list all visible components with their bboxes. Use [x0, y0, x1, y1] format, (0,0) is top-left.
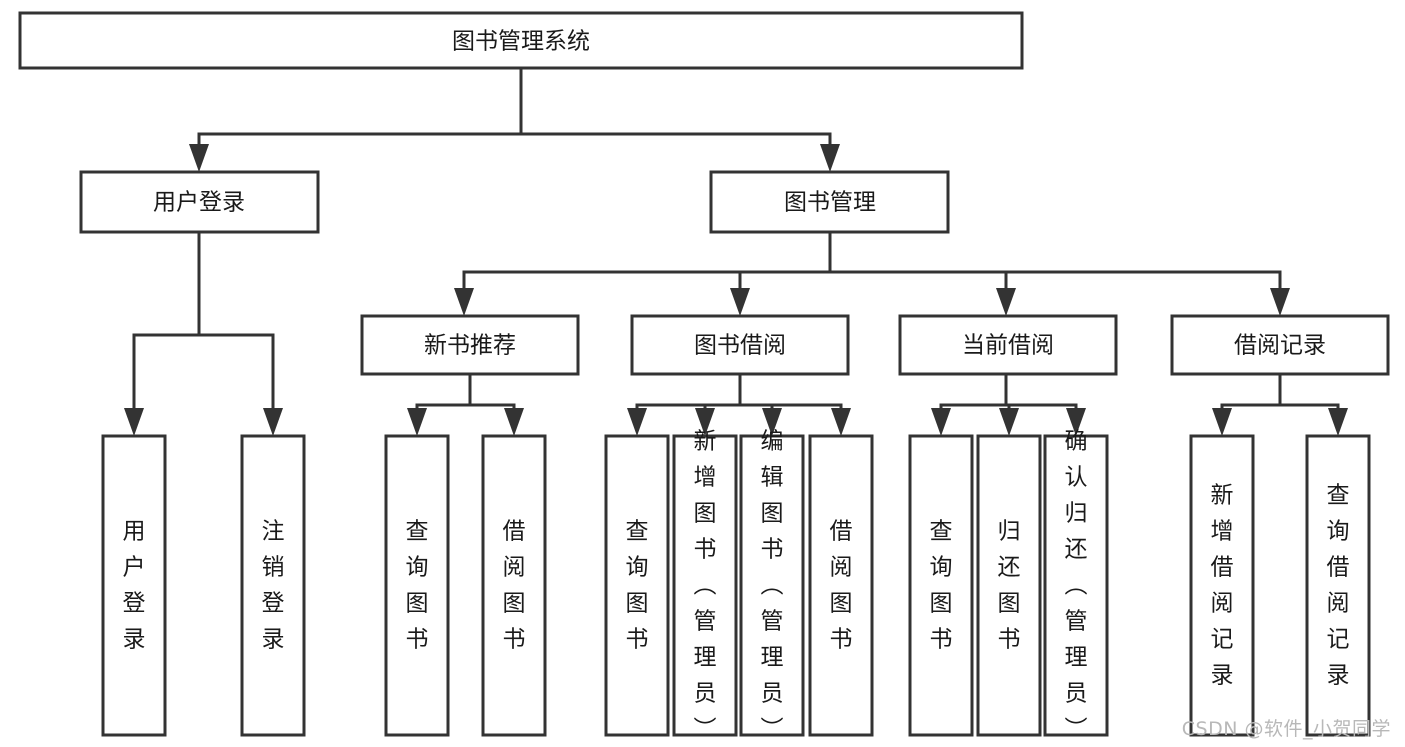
- leaf-node-nbr-query-book[interactable]: 查询图书: [384, 434, 450, 737]
- node-label-user-login: 用户登录: [153, 190, 245, 216]
- leaf-box-bb-edit-book[interactable]: [739, 434, 805, 737]
- leaf-node-cb-return-book[interactable]: 归还图书: [976, 434, 1042, 737]
- arrow-to-borrow-record: [1270, 288, 1290, 316]
- leaf-label-nbr-borrow-book: 借阅图书: [503, 519, 526, 653]
- arrow-cb-leaf-1: [931, 408, 951, 436]
- leaf-node-br-add-record[interactable]: 新增借阅记录: [1189, 434, 1255, 737]
- leaf-box-bb-borrow-book[interactable]: [808, 434, 874, 737]
- node-label-current-borrow: 当前借阅: [962, 333, 1054, 359]
- arrow-nbr-leaf-2: [504, 408, 524, 436]
- leaf-node-bb-borrow-book[interactable]: 借阅图书: [808, 434, 874, 737]
- arrow-bb-leaf-4: [831, 408, 851, 436]
- leaf-box-br-add-record[interactable]: [1189, 434, 1255, 737]
- arrow-bb-leaf-1: [627, 408, 647, 436]
- leaf-box-bb-query-book[interactable]: [604, 434, 670, 737]
- leaf-node-br-query-record[interactable]: 查询借阅记录: [1305, 434, 1371, 737]
- leaf-box-cb-confirm-return[interactable]: [1043, 434, 1109, 737]
- arrow-to-leaf-user-login: [124, 408, 144, 436]
- arrow-br-leaf-2: [1328, 408, 1348, 436]
- node-new-book-recommend[interactable]: 新书推荐: [360, 314, 580, 376]
- leaf-label-user-login-login: 用户登录: [123, 519, 146, 653]
- leaf-label-cb-confirm-return: 确认归还︵管理员︶: [1065, 429, 1088, 743]
- node-box-root[interactable]: [18, 11, 1024, 70]
- arrow-to-leaf-logout: [263, 408, 283, 436]
- leaf-label-br-add-record: 新增借阅记录: [1211, 483, 1234, 689]
- leaf-box-nbr-borrow-book[interactable]: [481, 434, 547, 737]
- node-box-book-borrow[interactable]: [630, 314, 850, 376]
- node-box-book-manage[interactable]: [709, 170, 950, 234]
- leaf-box-br-query-record[interactable]: [1305, 434, 1371, 737]
- leaf-label-nbr-query-book: 查询图书: [406, 519, 429, 653]
- arrow-bb-leaf-2: [695, 408, 715, 436]
- node-label-borrow-record: 借阅记录: [1234, 333, 1326, 359]
- leaf-label-bb-query-book: 查询图书: [626, 519, 649, 653]
- leaf-node-nbr-borrow-book[interactable]: 借阅图书: [481, 434, 547, 737]
- leaf-node-cb-query-book[interactable]: 查询图书: [908, 434, 974, 737]
- leaf-box-cb-query-book[interactable]: [908, 434, 974, 737]
- leaf-box-user-login-login[interactable]: [101, 434, 167, 737]
- leaf-label-bb-borrow-book: 借阅图书: [830, 519, 853, 653]
- leaf-node-user-login-logout[interactable]: 注销登录: [240, 434, 306, 737]
- node-box-current-borrow[interactable]: [898, 314, 1118, 376]
- node-box-borrow-record[interactable]: [1170, 314, 1390, 376]
- arrow-to-new-book-recommend: [454, 288, 474, 316]
- leaf-node-cb-confirm-return[interactable]: 确认归还︵管理员︶: [1043, 429, 1109, 743]
- node-label-root: 图书管理系统: [452, 29, 590, 55]
- leaf-node-bb-query-book[interactable]: 查询图书: [604, 434, 670, 737]
- leaf-label-cb-query-book: 查询图书: [930, 519, 953, 653]
- node-label-book-manage: 图书管理: [784, 190, 876, 216]
- leaf-label-cb-return-book: 归还图书: [998, 519, 1021, 653]
- leaf-node-bb-edit-book[interactable]: 编辑图书︵管理员︶: [739, 429, 805, 743]
- leaf-box-user-login-logout[interactable]: [240, 434, 306, 737]
- arrow-to-user-login: [189, 144, 209, 172]
- leaf-label-bb-add-book: 新增图书︵管理员︶: [694, 429, 717, 743]
- leaf-label-bb-edit-book: 编辑图书︵管理员︶: [761, 429, 784, 743]
- arrow-br-leaf-1: [1212, 408, 1232, 436]
- arrow-cb-leaf-2: [999, 408, 1019, 436]
- leaf-node-user-login-login[interactable]: 用户登录: [101, 434, 167, 737]
- arrow-to-current-borrow: [996, 288, 1016, 316]
- node-label-new-book-recommend: 新书推荐: [424, 333, 516, 359]
- arrow-nbr-leaf-1: [407, 408, 427, 436]
- arrow-to-book-manage: [820, 144, 840, 172]
- node-book-manage[interactable]: 图书管理: [709, 170, 950, 234]
- arrow-to-book-borrow: [730, 288, 750, 316]
- node-book-borrow[interactable]: 图书借阅: [630, 314, 850, 376]
- arrow-cb-leaf-3: [1066, 408, 1086, 436]
- node-box-user-login[interactable]: [79, 170, 320, 234]
- node-box-new-book-recommend[interactable]: [360, 314, 580, 376]
- leaf-box-cb-return-book[interactable]: [976, 434, 1042, 737]
- connector-layer: [124, 66, 1348, 436]
- node-label-book-borrow: 图书借阅: [694, 333, 786, 359]
- leaf-box-nbr-query-book[interactable]: [384, 434, 450, 737]
- node-current-borrow[interactable]: 当前借阅: [898, 314, 1118, 376]
- csdn-watermark: CSDN @软件_小贺同学: [1181, 718, 1391, 740]
- leaf-label-br-query-record: 查询借阅记录: [1327, 483, 1350, 689]
- leaf-box-bb-add-book[interactable]: [672, 434, 738, 737]
- leaf-node-bb-add-book[interactable]: 新增图书︵管理员︶: [672, 429, 738, 743]
- node-borrow-record[interactable]: 借阅记录: [1170, 314, 1390, 376]
- leaf-label-user-login-logout: 注销登录: [262, 519, 285, 653]
- node-user-login[interactable]: 用户登录: [79, 170, 320, 234]
- node-root-system[interactable]: 图书管理系统: [18, 11, 1024, 70]
- arrow-bb-leaf-3: [762, 408, 782, 436]
